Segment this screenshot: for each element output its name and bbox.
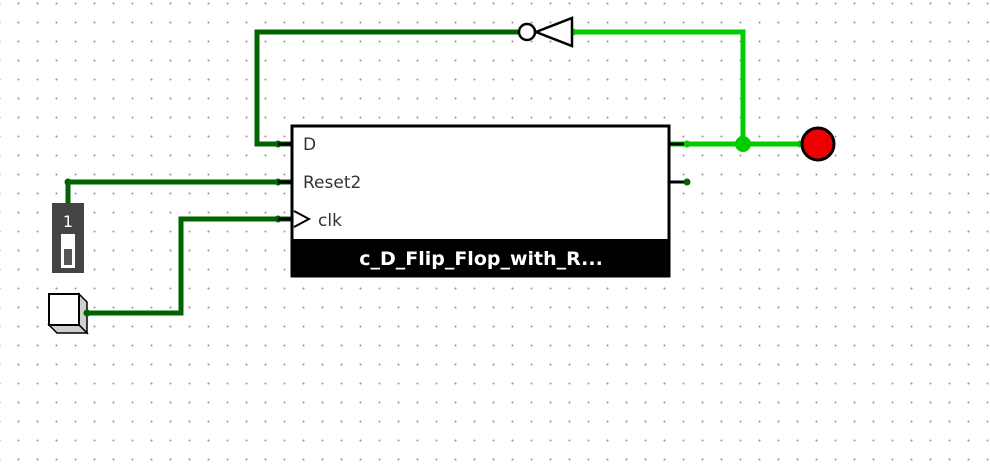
- input-pin-value: 1: [63, 212, 73, 231]
- wire-pin-to-reset[interactable]: [65, 179, 292, 203]
- not-gate[interactable]: [517, 16, 574, 48]
- clock-button[interactable]: [47, 292, 91, 335]
- port-dot-q-bar: [683, 178, 691, 186]
- flip-flop-name-label: c_D_Flip_Flop_with_R...: [359, 248, 603, 270]
- input-pin-toggle[interactable]: 1: [52, 203, 84, 273]
- wire-q-to-not[interactable]: [572, 29, 746, 144]
- port-dot-clock: [83, 309, 91, 317]
- port-dot-q: [683, 140, 691, 148]
- port-label-clk: clk: [318, 211, 342, 231]
- input-pin-switch-knob: [64, 249, 72, 265]
- port-label-d: D: [303, 135, 316, 155]
- not-gate-bubble: [517, 22, 537, 42]
- not-gate-body: [532, 16, 574, 48]
- wire-clock-to-clk[interactable]: [87, 216, 292, 316]
- flip-flop-component[interactable]: c_D_Flip_Flop_with_R... D Reset2 clk: [278, 124, 684, 278]
- port-label-reset: Reset2: [303, 173, 361, 193]
- flip-flop-label-bar: [292, 239, 669, 276]
- output-led[interactable]: [800, 126, 836, 162]
- clock-button-face: [48, 293, 80, 326]
- clock-triangle-icon: [293, 210, 312, 228]
- port-dot-pin: [64, 178, 72, 186]
- wire-junction: [735, 136, 751, 152]
